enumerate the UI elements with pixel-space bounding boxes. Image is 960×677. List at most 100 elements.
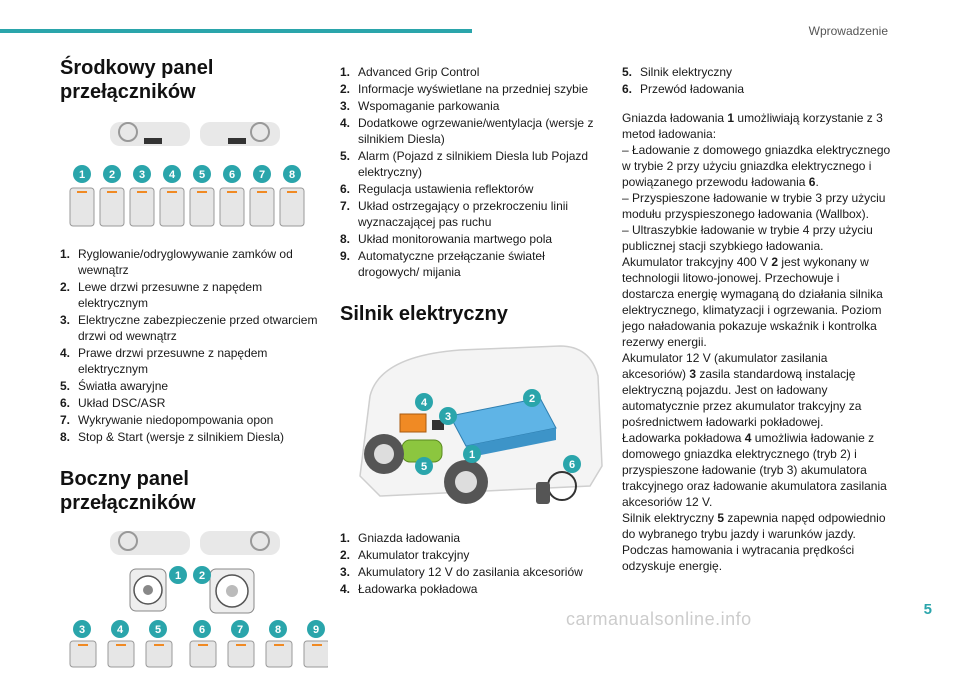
list-item: 4.Prawe drzwi przesuwne z napędem elektr… [60,345,328,377]
callout-label: 2 [529,393,535,405]
list-item-number: 3. [340,565,351,579]
list-item: 2. Akumulator trakcyjny [340,547,608,563]
list-item-number: 5. [60,379,71,393]
list-item: 2.Lewe drzwi przesuwne z napędem elektry… [60,279,328,311]
list-item-number: 6. [340,182,351,196]
callout-badge [193,165,211,183]
list-item-text: Dodatkowe ogrzewanie/wentylacja (wersje … [358,116,594,146]
list-item-text: Lewe drzwi przesuwne z napędem elektrycz… [78,280,263,310]
callout-badge [73,165,91,183]
list-item-number: 5. [622,65,633,79]
list-item-text: Akumulatory 12 V do zasilania akcesoriów [358,565,583,579]
switch-led-icon [197,191,207,193]
callout-badge [439,407,457,425]
callout-badge [563,455,581,473]
callout-badge [463,445,481,463]
callout-label: 1 [79,169,85,181]
switch-led-icon [107,191,117,193]
wheel-front-icon [364,434,404,474]
list-item-text: Wykrywanie niedopompowania opon [78,413,274,427]
switch-led-icon [154,644,164,646]
list-item-number: 8. [60,430,71,444]
list-item-text: Układ DSC/ASR [78,396,166,410]
paragraph-accessory-battery: Akumulator 12 V (akumulator zasilania ak… [622,351,862,429]
callout-badge [149,620,167,638]
panel-switch-icon [249,187,275,227]
watermark: carmanualsonline.info [566,609,752,629]
callout-badge [73,620,91,638]
list-item-text: Regulacja ustawienia reflektorów [358,182,534,196]
list-item-number: 4. [340,116,351,130]
panel-switch-icon [189,187,215,227]
list-item: 5.Silnik elektryczny [622,64,892,80]
list-item-text: Automatyczne przełączanie świateł drogow… [358,249,545,279]
callout-badge [193,566,211,584]
callout-badge [523,389,541,407]
list-item: 8.Układ monitorowania martwego pola [340,231,608,247]
list-item-text: Wspomaganie parkowania [358,99,500,113]
callout-label: 4 [169,169,176,181]
callout-label: 7 [237,624,243,636]
list-item-number: 7. [60,413,71,427]
list-item: 6.Układ DSC/ASR [60,395,328,411]
callout-badge [133,165,151,183]
dashboard-right-icon [200,531,280,555]
list-item-text: Elektryczne zabezpieczenie przed otwarci… [78,313,318,343]
list-item-number: 1. [340,65,351,79]
callout-label: 4 [117,624,124,636]
list-item: 3. Akumulatory 12 V do zasilania akcesori… [340,564,608,580]
list-item: 8.Stop & Start (wersje z silnikiem Diesl… [60,429,328,445]
switch-led-icon [77,191,87,193]
onboard-charger-icon [399,413,427,433]
callout-badge [111,620,129,638]
list-item-number: 2. [340,82,351,96]
list-item-number: 7. [340,199,351,213]
panel-switch-icon [159,187,185,227]
electric-motor-list-cont: 5.Silnik elektryczny 6. Przewód ładowania [622,64,892,97]
list-item-text: Alarm (Pojazd z silnikiem Diesla lub Poj… [358,149,589,179]
list-item-number: 8. [340,232,351,246]
callout-badge [231,620,249,638]
paragraph-mode3: – Przyspieszone ładowanie w trybie 3 prz… [622,191,886,221]
list-item: 3.Wspomaganie parkowania [340,98,608,114]
switch-led-icon [274,644,284,646]
list-item: 7. Wykrywanie niedopompowania opon [60,412,328,428]
paragraph-onboard-charger: Ładowarka pokładowa 4 umożliwia ładowani… [622,431,887,509]
list-item-text: Przewód ładowania [640,82,745,96]
list-item: 6. Przewód ładowania [622,81,892,97]
page-number: 5 [923,601,932,618]
list-item-number: 3. [60,313,71,327]
wheel-rear-icon [444,460,488,504]
panel-switch-icon [129,187,155,227]
list-item: 3. Elektryczne zabezpieczenie przed otwar… [60,312,328,344]
callout-badge [415,457,433,475]
switch-led-icon [116,644,126,646]
callout-label: 9 [313,624,319,636]
switch-led-icon [236,644,246,646]
side-buttons [69,640,331,668]
switch-led-icon [167,191,177,193]
direction-pad-icon [209,568,255,614]
panel-switch-icon [219,187,245,227]
callout-label: 1 [469,449,475,461]
callout-badge [193,620,211,638]
list-item-number: 5. [340,149,351,163]
list-item: 6. Regulacja ustawienia reflektorów [340,181,608,197]
callout-badge [307,620,325,638]
list-item: 5.Światła awaryjne [60,378,328,394]
callout-label: 5 [421,461,427,473]
switch-led-icon [198,644,208,646]
list-item-number: 2. [340,548,351,562]
panel-switch-icon [99,187,125,227]
list-item: 7.Układ ostrzegający o przekroczeniu lin… [340,198,608,230]
list-item-text: Akumulator trakcyjny [358,548,470,562]
callout-badge [415,393,433,411]
panel-switch-icon [69,187,95,227]
callout-label: 8 [275,624,281,636]
list-item-number: 9. [340,249,351,263]
list-item-number: 6. [622,82,633,96]
